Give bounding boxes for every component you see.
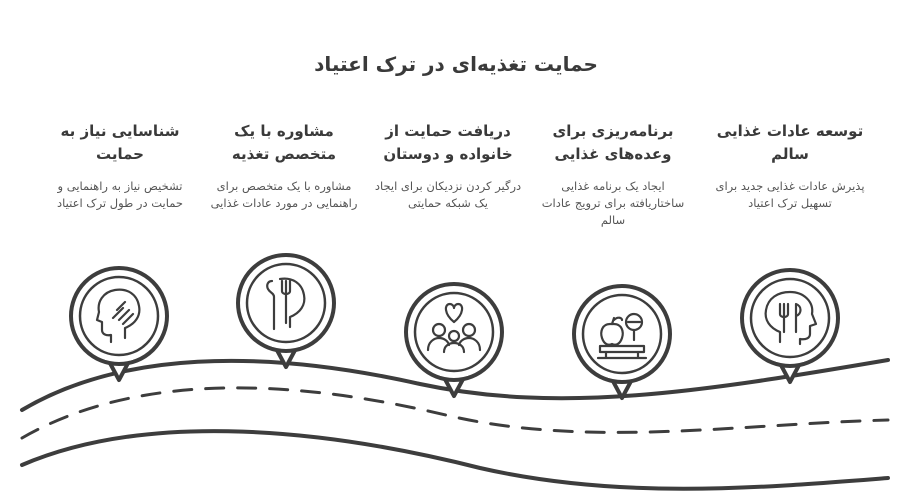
step-5-text: توسعه عادات غذایی سالم پذیرش عادات غذایی… — [710, 120, 870, 212]
step-description: مشاوره با یک متخصص برای راهنمایی در مورد… — [210, 179, 358, 210]
pin-5 — [740, 268, 840, 384]
meal-plan-icon — [596, 312, 648, 360]
family-heart-icon — [426, 302, 482, 354]
step-title: برنامه‌ریزی برای وعده‌های غذایی — [552, 122, 674, 163]
road — [20, 358, 890, 491]
head-fork-icon — [266, 277, 306, 331]
road-upper-edge — [20, 358, 890, 412]
step-3-text: دریافت حمایت از خانواده و دوستان درگیر ک… — [368, 120, 528, 212]
step-title: مشاوره با یک متخصص تغذیه — [231, 122, 337, 163]
step-title: دریافت حمایت از خانواده و دوستان — [383, 122, 513, 163]
pin-1 — [69, 266, 169, 382]
step-2-text: مشاوره با یک متخصص تغذیه مشاوره با یک مت… — [204, 120, 364, 212]
step-title: شناسایی نیاز به حمایت — [60, 122, 180, 163]
head-hand-icon — [95, 288, 141, 344]
pin-2 — [236, 253, 336, 369]
pin-3 — [404, 282, 504, 398]
step-1-text: شناسایی نیاز به حمایت تشخیص نیاز به راهن… — [40, 120, 200, 212]
step-description: پذیرش عادات غذایی جدید برای تسهیل ترک اع… — [715, 179, 865, 210]
step-title: توسعه عادات غذایی سالم — [716, 122, 864, 163]
step-description: ایجاد یک برنامه غذایی ساختاریافته برای ت… — [541, 179, 685, 227]
head-cutlery-icon — [764, 290, 818, 346]
road-lower-edge — [20, 429, 890, 491]
pin-4 — [572, 284, 672, 400]
step-description: درگیر کردن نزدیکان برای ایجاد یک شبکه حم… — [374, 179, 522, 210]
step-description: تشخیص نیاز به راهنمایی و حمایت در طول تر… — [57, 179, 183, 210]
page-title: حمایت تغذیه‌ای در ترک اعتیاد — [314, 52, 598, 76]
road-center-dashes — [20, 386, 890, 440]
step-4-text: برنامه‌ریزی برای وعده‌های غذایی ایجاد یک… — [533, 120, 693, 229]
